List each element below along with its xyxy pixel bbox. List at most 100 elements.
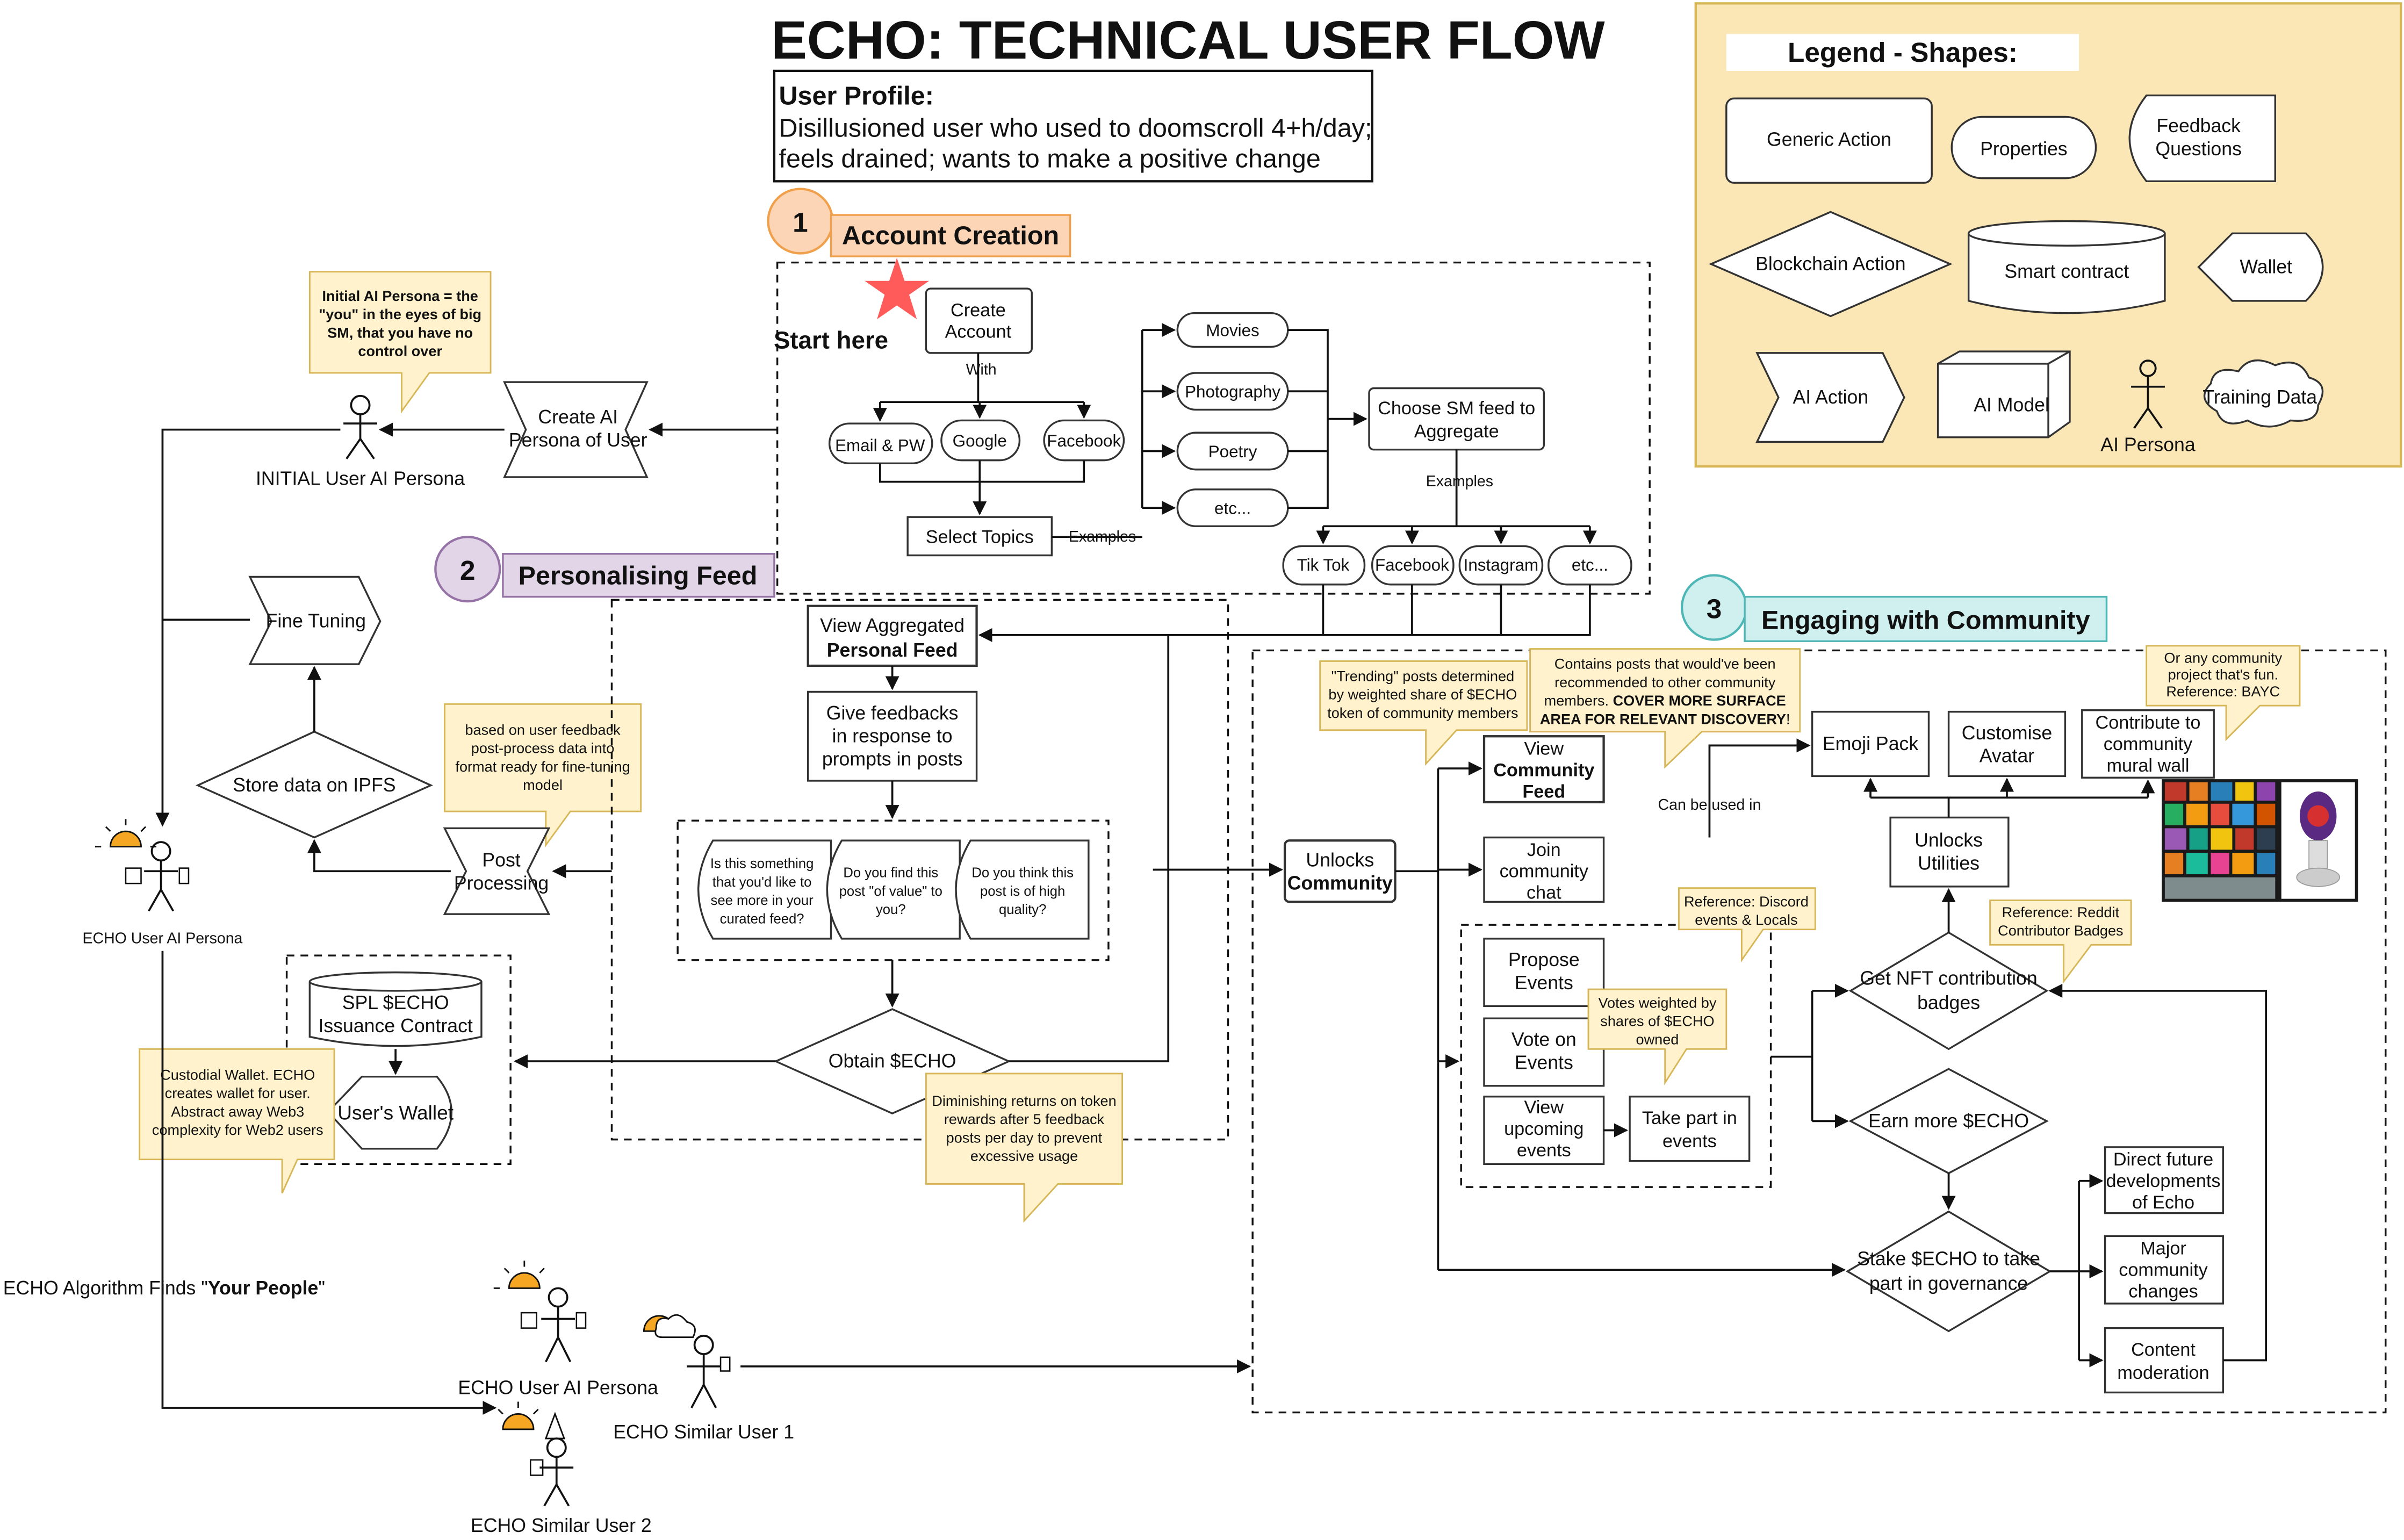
- fine-tuning-label: Fine Tuning: [266, 610, 366, 632]
- q1-line4: curated feed?: [720, 911, 804, 926]
- feed-facebook-label: Facebook: [1375, 556, 1449, 574]
- questions-frame: [676, 819, 1110, 961]
- bayc-line1: Or any community: [2164, 649, 2282, 666]
- section-1-label-box: [830, 214, 1071, 257]
- legend-persona-icon: [2131, 359, 2165, 429]
- vote-line2: Events: [1515, 1052, 1573, 1073]
- emoji-pack-label: Emoji Pack: [1823, 733, 1919, 754]
- store-ipfs-shape: [195, 730, 433, 839]
- dim-line1: Diminishing returns on token: [932, 1092, 1116, 1109]
- join-line2: community: [1500, 861, 1589, 882]
- vote-line1: Vote on: [1512, 1029, 1577, 1050]
- vcf-line3: Feed: [1522, 781, 1565, 802]
- view-feed-line1: View Aggregated: [820, 615, 965, 636]
- contribute-mural-box: [2081, 709, 2215, 779]
- question-2-shape: [826, 839, 961, 940]
- major-line3: changes: [2128, 1282, 2198, 1302]
- legend-generic-action: Generic Action: [1767, 129, 1891, 150]
- pp-note-line4: model: [523, 776, 563, 793]
- connectors: [155, 323, 2268, 1415]
- votes-note: [1587, 988, 1728, 1085]
- section-2-title: Personalising Feed: [519, 562, 758, 591]
- user-profile-line2: feels drained; wants to make a positive …: [779, 145, 1320, 174]
- votes-line1: Votes weighted by: [1598, 994, 1716, 1011]
- fine-tuning-shape: [248, 575, 382, 665]
- trending-line3: token of community members: [1327, 704, 1518, 721]
- similar-user-1-icon: [643, 1314, 731, 1408]
- initial-note-line3: SM, that you have no: [327, 324, 473, 341]
- topic-photography-label: Photography: [1185, 383, 1280, 401]
- major-line2: community: [2119, 1260, 2208, 1280]
- persona-b-label: ECHO User AI Persona: [458, 1377, 658, 1398]
- page-title: ECHO: TECHNICAL USER FLOW: [771, 11, 1605, 70]
- q1-line2: that you'd like to: [712, 875, 812, 890]
- section-3-number: 3: [1707, 594, 1722, 624]
- propose-events-box: [1483, 938, 1605, 1008]
- users-wallet-label: User's Wallet: [337, 1102, 454, 1124]
- with-label: With: [966, 361, 997, 378]
- reddit-line1: Reference: Reddit: [2002, 904, 2120, 920]
- bayc-line2: project that's fun.: [2168, 666, 2278, 683]
- trending-line1: "Trending" posts determined: [1331, 668, 1515, 685]
- discord-line1: Reference: Discord: [1684, 893, 1809, 910]
- initial-persona-icon: [343, 394, 377, 459]
- contains-line4: AREA FOR RELEVANT DISCOVERY!: [1540, 710, 1790, 727]
- give-line2: in response to: [832, 725, 953, 747]
- earn-echo-label: Earn more $ECHO: [1868, 1110, 2029, 1132]
- user-profile-heading: User Profile:: [779, 82, 933, 111]
- view-upcoming-box: [1483, 1096, 1605, 1165]
- legend-feedback-2: Questions: [2155, 138, 2242, 160]
- choose-feed-line1: Choose SM feed to: [1378, 398, 1535, 419]
- q3-line3: quality?: [999, 902, 1046, 917]
- create-persona-line1: Create AI: [538, 406, 618, 428]
- spl-line2: Issuance Contract: [318, 1015, 472, 1037]
- post-processing-shape: [443, 827, 551, 915]
- legend: Legend - Shapes: Generic Action Properti…: [1694, 2, 2402, 468]
- user-profile-box: [773, 69, 1373, 183]
- contribute-line1: Contribute to: [2096, 713, 2201, 733]
- obtain-echo-label: Obtain $ECHO: [829, 1050, 956, 1072]
- feed-tiktok-label: Tik Tok: [1297, 556, 1350, 574]
- section-2-label-box: [502, 552, 775, 598]
- similar-user-2-icon: [498, 1401, 574, 1507]
- spl-contract-cylinder: [308, 981, 483, 1047]
- choose-feed-line2: Aggregate: [1414, 421, 1499, 442]
- legend-title: Legend - Shapes:: [1788, 37, 2018, 68]
- propose-line2: Events: [1515, 972, 1573, 994]
- contains-note: [1529, 648, 1801, 769]
- section-3-label-box: [1744, 595, 2108, 643]
- discord-line2: events & Locals: [1695, 911, 1797, 928]
- unlocks-community-line2: Community: [1287, 873, 1393, 894]
- dim-line3: posts per day to prevent: [946, 1129, 1103, 1146]
- users-wallet-shape: [327, 1075, 452, 1150]
- view-community-feed-box: [1482, 735, 1605, 804]
- customise-line1: Customise: [1962, 722, 2052, 744]
- diminishing-note: [925, 1073, 1124, 1223]
- take-line1: Take part in: [1642, 1108, 1737, 1128]
- stake-line1: Stake $ECHO to take: [1857, 1248, 2040, 1270]
- feed-instagram-label: Instagram: [1464, 556, 1539, 574]
- stake-line2: part in governance: [1869, 1272, 2028, 1294]
- create-account-line1: Create: [951, 300, 1006, 320]
- direct-line2: developments: [2106, 1171, 2220, 1191]
- content-moderation-box: [2104, 1327, 2225, 1394]
- section-1-frame: [776, 261, 1651, 595]
- contains-line3: members. COVER MORE SURFACE: [1544, 692, 1786, 709]
- mural-image: [2162, 779, 2358, 902]
- direct-line3: of Echo: [2132, 1192, 2194, 1213]
- view-up-line2: upcoming: [1504, 1119, 1584, 1139]
- spl-contract-top: [308, 971, 483, 992]
- store-ipfs-label: Store data on IPFS: [233, 774, 395, 796]
- create-account-line2: Account: [945, 321, 1012, 342]
- stake-echo-shape: [1845, 1210, 2052, 1333]
- q2-line1: Do you find this: [843, 866, 938, 881]
- major-line1: Major: [2140, 1239, 2186, 1259]
- give-line1: Give feedbacks: [826, 702, 959, 724]
- q1-line3: see more in your: [711, 893, 814, 908]
- view-feed-line2: Personal Feed: [827, 639, 958, 661]
- trending-note: [1319, 660, 1528, 766]
- give-line3: prompts in posts: [822, 748, 963, 769]
- start-here-label: Start here: [774, 326, 888, 354]
- echo-persona-label: ECHO User AI Persona: [82, 930, 242, 947]
